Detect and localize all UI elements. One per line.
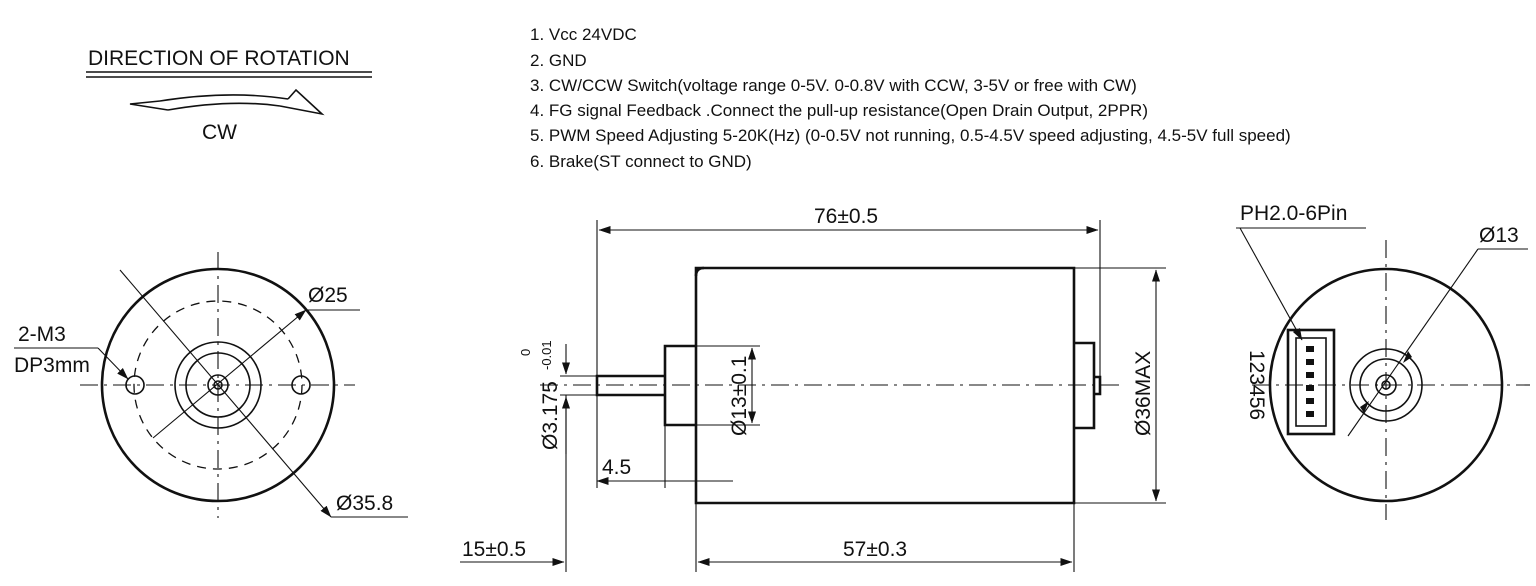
rear-pin-numbers-label: 123456: [1245, 350, 1268, 420]
pin-item-6: 6. Brake(ST connect to GND): [530, 152, 752, 171]
front-hole-depth-label: DP3mm: [14, 354, 90, 377]
rotation-title: DIRECTION OF ROTATION: [88, 47, 350, 70]
side-boss-length-label: 4.5: [602, 456, 631, 479]
front-hole-label: 2-M3: [18, 323, 66, 346]
front-view: Ø25 Ø35.8 2-M3 DP3mm: [14, 252, 408, 518]
front-pcd-label: Ø25: [308, 284, 348, 307]
pin-assignment-list: 1. Vcc 24VDC 2. GND 3. CW/CCW Switch(vol…: [530, 25, 1291, 171]
rotation-arrow-icon: [129, 88, 325, 116]
side-shaft-tol-lower: -0.01: [539, 340, 554, 370]
side-shaft-tol-upper: 0: [518, 349, 533, 356]
side-total-length-label: 76±0.5: [814, 205, 878, 228]
rear-connector-label: PH2.0-6Pin: [1240, 202, 1347, 225]
pin-item-3: 3. CW/CCW Switch(voltage range 0-5V. 0-0…: [530, 76, 1137, 95]
side-boss-dia-label: Ø13±0.1: [728, 356, 751, 436]
side-body-max-dia-label: Ø36MAX: [1132, 351, 1155, 436]
side-body-length-label: 57±0.3: [843, 538, 907, 561]
pin-item-5: 5. PWM Speed Adjusting 5-20K(Hz) (0-0.5V…: [530, 126, 1291, 145]
side-shaft-length-label: 15±0.5: [462, 538, 526, 561]
side-view: 76±0.5 15±0.5 57±0.3 4.5 Ø3.175 0 -0.01 …: [460, 205, 1166, 572]
pin-item-4: 4. FG signal Feedback .Connect the pull-…: [530, 101, 1148, 120]
rear-hub-dia-label: Ø13: [1479, 224, 1519, 247]
front-body-dia-label: Ø35.8: [336, 492, 393, 515]
connector-icon: [1286, 328, 1336, 436]
rear-view: 123456 PH2.0-6Pin Ø13: [1236, 202, 1530, 520]
side-shaft-dia-label: Ø3.175: [539, 381, 562, 450]
pin-item-1: 1. Vcc 24VDC: [530, 25, 637, 44]
pin-item-2: 2. GND: [530, 51, 587, 70]
rotation-legend: DIRECTION OF ROTATION CW: [86, 47, 372, 144]
rotation-direction-label: CW: [202, 121, 237, 144]
